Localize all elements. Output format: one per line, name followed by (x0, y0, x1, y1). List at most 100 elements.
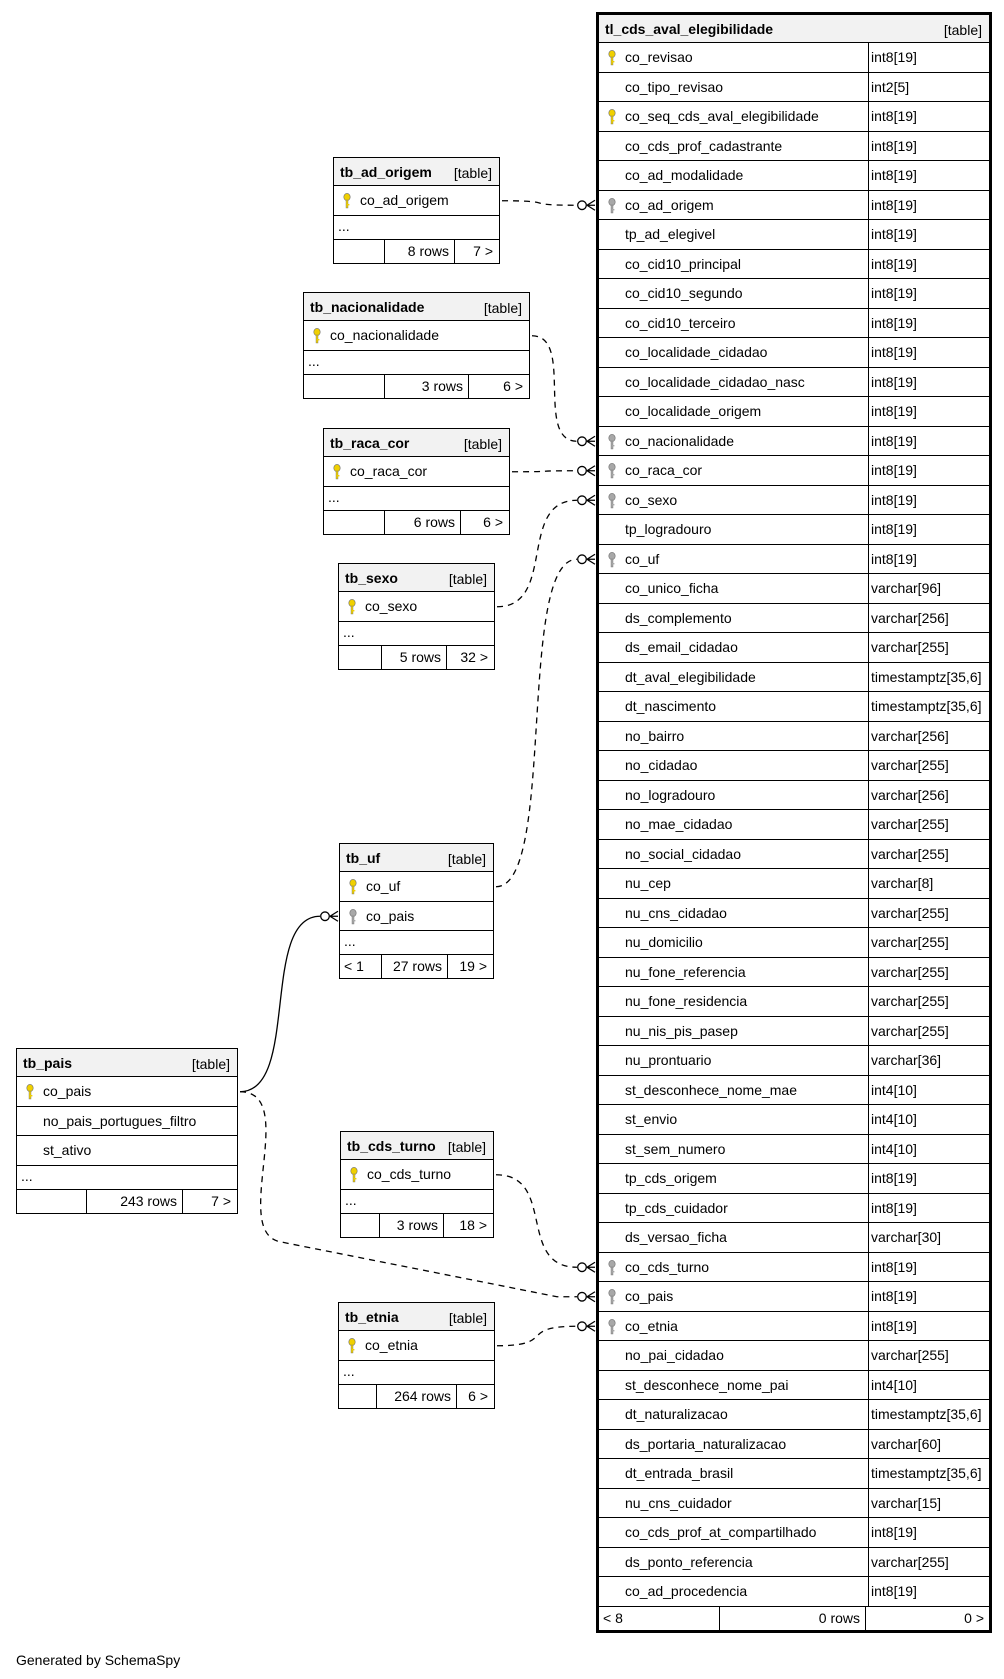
footer-next-link[interactable]: 0 > (865, 1606, 989, 1630)
footer-next-link[interactable]: 6 > (456, 1384, 493, 1408)
footer-prev-link[interactable]: < 1 (344, 958, 364, 974)
column-row[interactable]: co_cds_prof_cadastrante int8[19] (599, 131, 989, 161)
column-row[interactable]: co_cid10_segundo int8[19] (599, 279, 989, 309)
column-row[interactable]: no_pais_portugues_filtro (17, 1107, 237, 1136)
column-row[interactable]: co_pais (17, 1077, 237, 1107)
table-tb_sexo[interactable]: tb_sexo [table] co_sexo ... 5 rows 32 > (338, 563, 495, 670)
table-tb_pais[interactable]: tb_pais [table] co_pais no_pais_portugue… (16, 1048, 238, 1214)
column-row[interactable]: co_cid10_terceiro int8[19] (599, 308, 989, 338)
column-row[interactable]: co_raca_cor (324, 457, 509, 487)
column-row[interactable]: nu_cns_cuidador varchar[15] (599, 1488, 989, 1518)
column-row[interactable]: st_sem_numero int4[10] (599, 1134, 989, 1164)
table-header[interactable]: tl_cds_aval_elegibilidade [table] (599, 15, 989, 43)
footer-prev-link[interactable] (334, 240, 384, 263)
footer-prev-link[interactable] (304, 375, 384, 398)
footer-next-link[interactable]: 7 > (182, 1189, 236, 1213)
table-tb_etnia[interactable]: tb_etnia [table] co_etnia ... 264 rows 6… (338, 1302, 495, 1409)
column-row[interactable]: ds_ponto_referencia varchar[255] (599, 1547, 989, 1577)
column-row[interactable]: ds_email_cidadao varchar[255] (599, 633, 989, 663)
column-row[interactable]: ds_versao_ficha varchar[30] (599, 1223, 989, 1253)
column-row[interactable]: dt_naturalizacao timestamptz[35,6] (599, 1400, 989, 1430)
column-row[interactable]: co_nacionalidade int8[19] (599, 426, 989, 456)
column-row[interactable]: nu_fone_residencia varchar[255] (599, 987, 989, 1017)
table-tb_cds_turno[interactable]: tb_cds_turno [table] co_cds_turno ... 3 … (340, 1131, 494, 1238)
column-row[interactable]: dt_entrada_brasil timestamptz[35,6] (599, 1459, 989, 1489)
table-header[interactable]: tb_pais [table] (17, 1049, 237, 1077)
column-row[interactable]: co_pais (340, 902, 493, 931)
table-header[interactable]: tb_raca_cor [table] (324, 429, 509, 457)
column-row[interactable]: co_localidade_cidadao_nasc int8[19] (599, 367, 989, 397)
table-tb_raca_cor[interactable]: tb_raca_cor [table] co_raca_cor ... 6 ro… (323, 428, 510, 535)
footer-next-link[interactable]: 32 > (446, 645, 493, 669)
column-row[interactable]: nu_cep varchar[8] (599, 869, 989, 899)
column-row[interactable]: no_logradouro varchar[256] (599, 780, 989, 810)
table-tb_uf[interactable]: tb_uf [table] co_uf co_pais ... < 1 27 r… (339, 843, 494, 979)
footer-prev-link[interactable] (341, 1214, 379, 1237)
column-row[interactable]: tp_logradouro int8[19] (599, 515, 989, 545)
column-row[interactable]: co_nacionalidade (304, 321, 529, 351)
column-row[interactable]: tp_cds_cuidador int8[19] (599, 1193, 989, 1223)
column-row[interactable]: co_raca_cor int8[19] (599, 456, 989, 486)
footer-next-link[interactable]: 6 > (468, 374, 528, 398)
column-row[interactable]: no_pai_cidadao varchar[255] (599, 1341, 989, 1371)
column-row[interactable]: co_cid10_principal int8[19] (599, 249, 989, 279)
column-row[interactable]: co_uf int8[19] (599, 544, 989, 574)
footer-next-link[interactable]: 19 > (447, 955, 492, 978)
column-row[interactable]: co_seq_cds_aval_elegibilidade int8[19] (599, 102, 989, 132)
column-row[interactable]: co_ad_modalidade int8[19] (599, 161, 989, 191)
column-row[interactable]: no_mae_cidadao varchar[255] (599, 810, 989, 840)
table-tb_ad_origem[interactable]: tb_ad_origem [table] co_ad_origem ... 8 … (333, 157, 500, 264)
column-row[interactable]: nu_prontuario varchar[36] (599, 1046, 989, 1076)
column-row[interactable]: co_unico_ficha varchar[96] (599, 574, 989, 604)
column-row[interactable]: nu_fone_referencia varchar[255] (599, 957, 989, 987)
table-tl_cds_aval_elegibilidade[interactable]: tl_cds_aval_elegibilidade [table] co_rev… (596, 12, 992, 1633)
footer-next-link[interactable]: 6 > (460, 510, 508, 534)
column-row[interactable]: co_ad_origem int8[19] (599, 190, 989, 220)
column-row[interactable]: co_ad_origem (334, 186, 499, 216)
column-row[interactable]: co_sexo int8[19] (599, 485, 989, 515)
column-row[interactable]: co_localidade_cidadao int8[19] (599, 338, 989, 368)
footer-prev-link[interactable] (17, 1190, 86, 1213)
column-row[interactable]: co_pais int8[19] (599, 1282, 989, 1312)
column-row[interactable]: st_desconhece_nome_pai int4[10] (599, 1370, 989, 1400)
column-row[interactable]: nu_nis_pis_pasep varchar[255] (599, 1016, 989, 1046)
footer-prev-link[interactable] (324, 511, 384, 534)
column-row[interactable]: tp_ad_elegivel int8[19] (599, 220, 989, 250)
footer-prev-link[interactable]: < 8 (603, 1609, 623, 1626)
column-row[interactable]: co_etnia (339, 1331, 494, 1361)
column-row[interactable]: co_tipo_revisao int2[5] (599, 72, 989, 102)
table-header[interactable]: tb_ad_origem [table] (334, 158, 499, 186)
footer-prev-link[interactable] (339, 1385, 376, 1408)
column-row[interactable]: nu_cns_cidadao varchar[255] (599, 898, 989, 928)
column-row[interactable]: no_cidadao varchar[255] (599, 751, 989, 781)
table-tb_nacionalidade[interactable]: tb_nacionalidade [table] co_nacionalidad… (303, 292, 530, 399)
table-header[interactable]: tb_nacionalidade [table] (304, 293, 529, 321)
column-row[interactable]: dt_nascimento timestamptz[35,6] (599, 692, 989, 722)
column-row[interactable]: co_revisao int8[19] (599, 43, 989, 73)
column-row[interactable]: st_envio int4[10] (599, 1105, 989, 1135)
column-row[interactable]: co_cds_turno int8[19] (599, 1252, 989, 1282)
column-row[interactable]: co_ad_procedencia int8[19] (599, 1577, 989, 1607)
table-header[interactable]: tb_cds_turno [table] (341, 1132, 493, 1160)
table-header[interactable]: tb_sexo [table] (339, 564, 494, 592)
column-row[interactable]: dt_aval_elegibilidade timestamptz[35,6] (599, 662, 989, 692)
column-row[interactable]: tp_cds_origem int8[19] (599, 1164, 989, 1194)
column-row[interactable]: st_ativo (17, 1136, 237, 1166)
footer-prev-link[interactable] (339, 646, 381, 669)
table-header[interactable]: tb_etnia [table] (339, 1303, 494, 1331)
column-row[interactable]: co_uf (340, 872, 493, 902)
column-row[interactable]: co_sexo (339, 592, 494, 622)
column-row[interactable]: co_etnia int8[19] (599, 1311, 989, 1341)
column-row[interactable]: nu_domicilio varchar[255] (599, 928, 989, 958)
footer-next-link[interactable]: 7 > (454, 239, 498, 263)
column-row[interactable]: st_desconhece_nome_mae int4[10] (599, 1075, 989, 1105)
column-row[interactable]: ds_portaria_naturalizacao varchar[60] (599, 1429, 989, 1459)
column-row[interactable]: co_localidade_origem int8[19] (599, 397, 989, 427)
column-row[interactable]: co_cds_prof_at_compartilhado int8[19] (599, 1518, 989, 1548)
table-header[interactable]: tb_uf [table] (340, 844, 493, 872)
column-row[interactable]: ds_complemento varchar[256] (599, 603, 989, 633)
column-row[interactable]: no_bairro varchar[256] (599, 721, 989, 751)
column-row[interactable]: no_social_cidadao varchar[255] (599, 839, 989, 869)
footer-next-link[interactable]: 18 > (443, 1213, 492, 1237)
column-row[interactable]: co_cds_turno (341, 1160, 493, 1190)
